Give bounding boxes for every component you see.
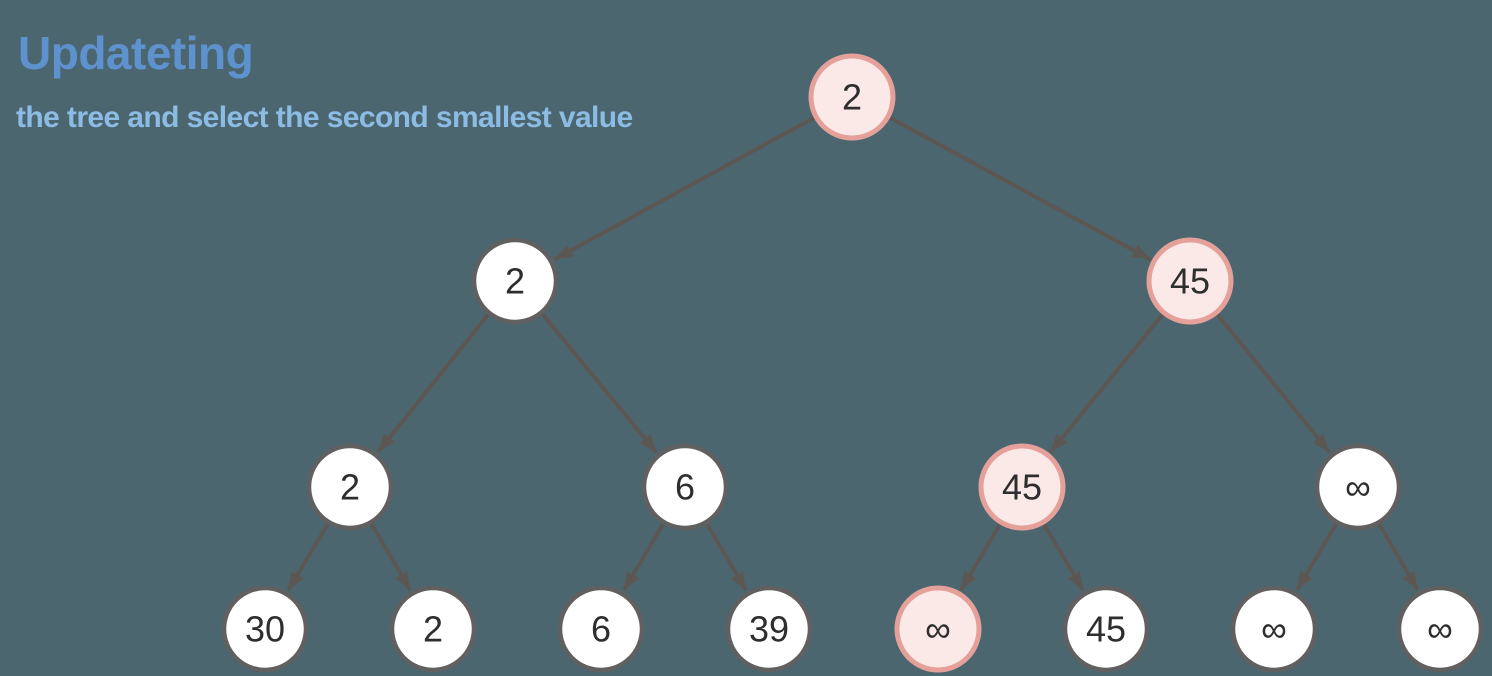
tree-edge-l3b-leaf4 [705, 522, 748, 592]
tree-node-label: 2 [423, 609, 443, 650]
tree-node-leaf6: 45 [1062, 585, 1150, 673]
tree-node-circle [725, 585, 813, 673]
tree-edge-l2b-l3c [1048, 313, 1165, 454]
tree-node-label: ∞ [925, 609, 951, 650]
tree-node-l2a: 2 [471, 237, 559, 325]
tree-node-circle [1314, 443, 1402, 531]
tree-node-circle [221, 585, 309, 673]
tree-node-leaf3: 6 [557, 585, 645, 673]
tree-node-label: 30 [245, 609, 285, 650]
tree-node-root: 2 [808, 53, 896, 141]
tree-node-circle [641, 443, 729, 531]
tree-node-circle [894, 585, 982, 673]
tree-node-leaf5: ∞ [894, 585, 982, 673]
tree-edge-l3d-leaf7 [1295, 522, 1338, 592]
tree-edge-l3d-leaf8 [1377, 523, 1420, 592]
tree-node-label: 6 [675, 467, 695, 508]
tree-edge-l3a-leaf2 [369, 523, 413, 592]
tree-node-circle [557, 585, 645, 673]
tree-edge-l3c-leaf6 [1042, 522, 1085, 592]
tree-node-l3a: 2 [306, 443, 394, 531]
tree-edge-l2a-l3a [376, 313, 490, 454]
tree-node-circle [808, 53, 896, 141]
tree-node-circle [471, 237, 559, 325]
tree-node-label: 2 [340, 467, 360, 508]
tree-edge-root-l2a [553, 115, 816, 262]
tree-node-circle [389, 585, 477, 673]
tree-node-circle [1062, 585, 1150, 673]
tree-node-label: 39 [749, 609, 789, 650]
tree-node-leaf1: 30 [221, 585, 309, 673]
tree-node-label: 6 [591, 609, 611, 650]
tree-edge-l2b-l3d [1215, 313, 1332, 454]
tree-node-leaf8: ∞ [1396, 585, 1484, 673]
tree-edge-l3a-leaf1 [286, 522, 330, 592]
page-title: Updateting [18, 27, 254, 79]
tree-node-circle [306, 443, 394, 531]
tree-edges [286, 115, 1420, 592]
tree-node-leaf4: 39 [725, 585, 813, 673]
tree-node-leaf7: ∞ [1230, 585, 1318, 673]
tree-node-circle [1396, 585, 1484, 673]
tree-node-circle [978, 443, 1066, 531]
tree-node-l2b: 45 [1146, 237, 1234, 325]
tree-node-circle [1146, 237, 1234, 325]
page-subtitle: the tree and select the second smallest … [16, 101, 633, 134]
tree-node-l3b: 6 [641, 443, 729, 531]
tree-node-label: ∞ [1427, 609, 1453, 650]
tree-node-label: 45 [1002, 467, 1042, 508]
tree-node-l3d: ∞ [1314, 443, 1402, 531]
tree-node-label: ∞ [1345, 467, 1371, 508]
tree-nodes: 2 2 45 2 6 45 ∞ 30 2 6 39 ∞ 45 ∞ ∞ [221, 53, 1484, 673]
tree-node-leaf2: 2 [389, 585, 477, 673]
tree-node-label: 2 [842, 77, 862, 118]
tree-node-label: ∞ [1261, 609, 1287, 650]
tree-edge-root-l2b [888, 115, 1152, 262]
tree-edge-l3b-leaf3 [622, 522, 665, 592]
tree-node-label: 45 [1086, 609, 1126, 650]
tree-node-l3c: 45 [978, 443, 1066, 531]
tree-edge-l3c-leaf5 [959, 522, 1002, 592]
tree-node-circle [1230, 585, 1318, 673]
tree-node-label: 45 [1170, 261, 1210, 302]
tree-edge-l2a-l3b [540, 312, 658, 454]
tree-node-label: 2 [505, 261, 525, 302]
